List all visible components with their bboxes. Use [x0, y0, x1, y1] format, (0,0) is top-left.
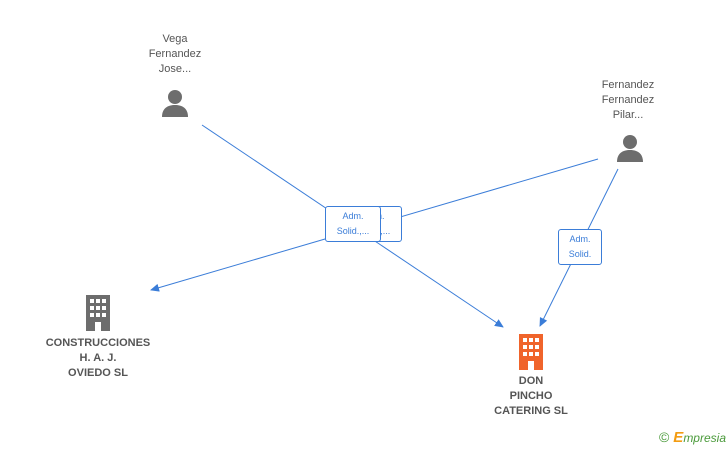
person-node-vega[interactable]: Vega Fernandez Jose...: [115, 32, 235, 122]
copyright-icon: ©: [658, 429, 670, 445]
brand-name: mpresia: [683, 431, 726, 445]
building-icon: [519, 334, 543, 370]
company-node-donpincho[interactable]: DON PINCHO CATERING SL: [476, 334, 586, 424]
role-label-right[interactable]: Adm. Solid.: [558, 229, 602, 265]
company-name-donpincho: DON PINCHO CATERING SL: [494, 375, 568, 417]
person-name-vega: Vega Fernandez Jose...: [148, 33, 202, 75]
person-icon: [617, 135, 643, 162]
person-name-fernandez: Fernandez Fernandez Pilar...: [601, 79, 655, 121]
brand-footer: ©Empresia: [659, 429, 726, 446]
role-label-front[interactable]: Adm. Solid.,...: [325, 206, 381, 242]
company-name-construcciones: CONSTRUCCIONES H. A. J. OVIEDO SL: [45, 337, 151, 379]
person-node-fernandez[interactable]: Fernandez Fernandez Pilar...: [568, 78, 688, 168]
brand-initial: E: [673, 429, 684, 446]
person-icon: [162, 90, 188, 117]
company-node-construcciones[interactable]: CONSTRUCCIONES H. A. J. OVIEDO SL: [35, 295, 161, 385]
building-icon: [86, 295, 110, 331]
